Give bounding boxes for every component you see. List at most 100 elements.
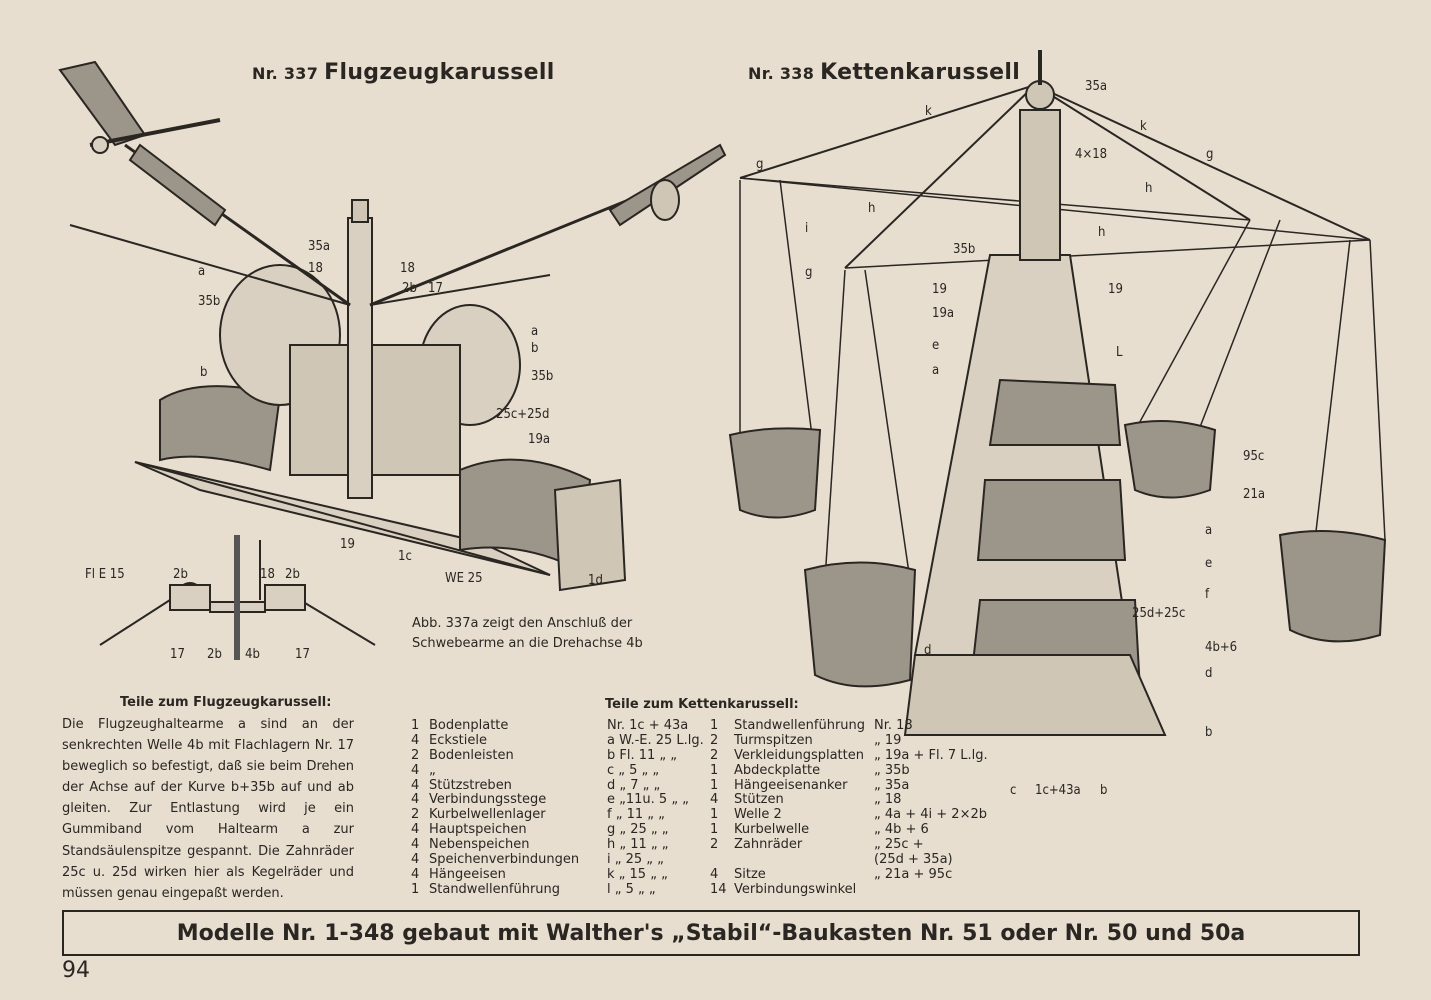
fig337-label: 18 <box>400 261 415 276</box>
parts-qty: 4 <box>411 852 420 868</box>
parts-qty: 2 <box>411 747 420 763</box>
parts-name: Hängeeisen <box>429 866 506 882</box>
fig337-label: b <box>200 365 207 380</box>
fig338-label: k <box>925 104 932 119</box>
parts-name: Abdeckplatte <box>734 762 821 778</box>
central-column-shape <box>347 217 373 499</box>
parts-qty: 1 <box>710 762 719 778</box>
parts-name: Verkleidungsplatten <box>734 747 864 763</box>
tower-base-shape <box>903 654 1167 736</box>
parts-ref: d „ 7 „ „ <box>607 777 661 793</box>
parts-name: Standwellenführung <box>429 881 561 897</box>
fig338-label: e <box>1205 556 1212 571</box>
fig338-label: i <box>805 221 808 236</box>
parts-row: 4 Sitze „ 21a + 95c <box>710 866 994 883</box>
parts-ref: e „11u. 5 „ „ <box>607 792 689 808</box>
parts-qty: 1 <box>411 881 420 897</box>
parts-qty: 4 <box>411 777 420 793</box>
fig338-label: g <box>1206 147 1213 162</box>
fig337-label: a <box>198 264 205 279</box>
fig337-label: 17 <box>428 281 443 296</box>
fig338-label: 19 <box>1108 282 1123 297</box>
fig338-label: 1c+43a <box>1035 783 1081 798</box>
parts-name: Stützen <box>734 792 784 808</box>
fig338-label: b <box>1205 725 1212 740</box>
parts-ref: „ 4a + 4i + 2×2b <box>874 807 987 823</box>
parts-name: Eckstiele <box>429 732 487 748</box>
parts-name: Nebenspeichen <box>429 837 530 853</box>
parts-qty: 1 <box>710 807 719 823</box>
fig338-label: b <box>1100 783 1107 798</box>
fig338-label: a <box>1205 523 1212 538</box>
parts-ref: „ 4b + 6 <box>874 822 929 838</box>
parts-338-heading: Teile zum Kettenkarussell: <box>605 697 799 712</box>
parts-ref: (25d + 35a) <box>874 852 953 868</box>
fig338-label: 4b+6 <box>1205 640 1237 655</box>
parts-qty: 4 <box>411 792 420 808</box>
figure-337-labels: 35a 18 18 2b 17 a 35b b a b 35b 25c+25d … <box>198 239 603 588</box>
fig338-label: g <box>756 157 763 172</box>
fig337a-label: 2b <box>207 647 222 662</box>
parts-name: Welle 2 <box>734 807 782 823</box>
parts-qty: 4 <box>710 792 719 808</box>
fig337-label: 18 <box>308 261 323 276</box>
fig338-label: h <box>868 201 875 216</box>
parts-qty: 4 <box>710 866 719 882</box>
parts-row: 1 Abdeckplatte „ 35b <box>710 762 994 779</box>
fig337-label: 25c+25d <box>496 407 549 422</box>
parts-name: Kurbelwelle <box>734 822 810 838</box>
parts-ref: f „ 11 „ „ <box>607 807 665 823</box>
figure-338-kettenkarussell: 35a k k 4×18 g g h h i 35b h g 19 19 19a… <box>720 40 1390 800</box>
parts-name <box>734 853 874 868</box>
fig338-label: h <box>1145 181 1152 196</box>
parts-row: 1 Welle 2 „ 4a + 4i + 2×2b <box>710 807 994 823</box>
parts-name: Kurbelwellenlager <box>429 807 546 823</box>
fig337a-label: Fl E 15 <box>85 567 125 582</box>
fig337a-label: 18 <box>260 567 275 582</box>
description-text: Die Flugzeughaltearme a sind an der senk… <box>62 717 354 901</box>
fig337-label: 19 <box>340 537 355 552</box>
fig338-label: g <box>805 265 812 280</box>
fig338-label: 25d+25c <box>1132 606 1185 621</box>
parts-ref: „ 35a <box>874 777 910 793</box>
fig337-label: 19a <box>528 432 550 447</box>
parts-ref: „ 21a + 95c <box>874 866 953 882</box>
parts-ref: k „ 15 „ „ <box>607 866 668 882</box>
fig338-label: L <box>1116 345 1123 360</box>
fig337-label: 2b <box>402 281 417 296</box>
parts-qty: 14 <box>710 881 727 897</box>
model-337-title: Flugzeugkarussell <box>324 60 555 85</box>
parts-ref <box>874 883 994 898</box>
parts-qty: 4 <box>411 837 420 853</box>
fig338-label: f <box>1205 587 1210 602</box>
parts-name: Sitze <box>734 866 766 882</box>
parts-ref: g „ 25 „ „ <box>607 822 669 838</box>
parts-ref: „ 35b <box>874 762 910 778</box>
fig338-label: 35b <box>953 242 975 257</box>
parts-ref: l „ 5 „ „ <box>607 881 656 897</box>
fig337-label: 35a <box>308 239 330 254</box>
model-337-number: Nr. 337 <box>252 64 319 83</box>
figure-337a-detail: Fl E 15 2b 18 2b 17 2b 4b 17 <box>85 530 385 670</box>
page-number: 94 <box>62 958 90 983</box>
figure-337-drawing: 35a 18 18 2b 17 a 35b b a b 35b 25c+25d … <box>58 60 727 592</box>
parts-ref: „ 19a + Fl. 7 L.lg. <box>874 747 988 763</box>
parts-qty: 1 <box>710 777 719 793</box>
parts-qty: 4 <box>411 822 420 838</box>
footer-banner: Modelle Nr. 1-348 gebaut mit Walther's „… <box>62 910 1360 956</box>
figure-337a-caption: Abb. 337a zeigt den Anschluß der Schwebe… <box>412 616 643 651</box>
